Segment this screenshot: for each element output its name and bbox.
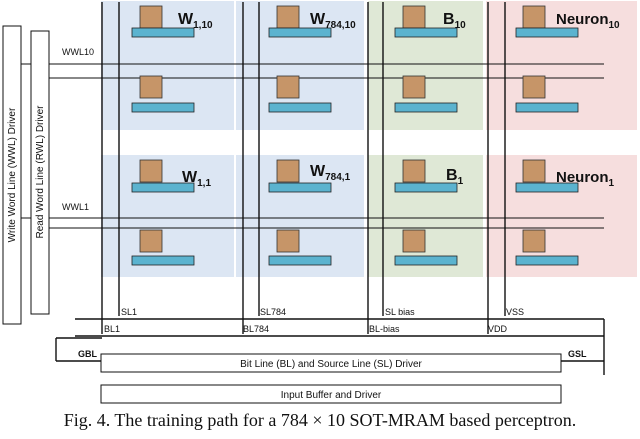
channel-upper-top-3 [515, 27, 579, 38]
channel-upper-top-2 [394, 27, 458, 38]
rwl-driver-label: Read Word Line (RWL) Driver [35, 105, 46, 239]
mtj-stack-lower-top-2 [402, 75, 426, 99]
wwl-driver-label: Write Word Line (WWL) Driver [7, 107, 18, 242]
mtj-stack-upper-bottom-3 [522, 159, 546, 183]
wwl1-label: WWL1 [62, 202, 89, 212]
channel-lower-top-3 [515, 102, 579, 113]
blsl-driver-label: Bit Line (BL) and Source Line (SL) Drive… [240, 359, 422, 370]
channel-upper-bottom-3 [515, 182, 579, 193]
channel-lower-bottom-2 [394, 255, 458, 266]
channel-upper-top-0 [131, 27, 195, 38]
mtj-stack-lower-bottom-0 [139, 229, 163, 253]
mtj-stack-upper-top-3 [522, 5, 546, 29]
channel-upper-bottom-2 [394, 182, 458, 193]
cell-title-w784-1: W784,1 [310, 163, 351, 183]
mtj-stack-upper-bottom-2 [402, 159, 426, 183]
cell-title-neuron1: Neuron1 [556, 169, 615, 189]
mtj-stack-upper-bottom-0 [139, 159, 163, 183]
input-driver-label: Input Buffer and Driver [281, 390, 382, 401]
channel-upper-bottom-1 [268, 182, 332, 193]
channel-lower-bottom-3 [515, 255, 579, 266]
mtj-stack-lower-bottom-2 [402, 229, 426, 253]
channel-lower-top-2 [394, 102, 458, 113]
mtj-stack-upper-bottom-1 [276, 159, 300, 183]
mtj-stack-upper-top-2 [402, 5, 426, 29]
channel-lower-top-0 [131, 102, 195, 113]
rwl-driver-box [30, 30, 50, 315]
input-driver-box [100, 384, 562, 404]
mtj-stack-lower-bottom-1 [276, 229, 300, 253]
cell-title-b1: B1 [446, 167, 464, 187]
blbias-label: BL-bias [369, 324, 400, 334]
gsl-label: GSL [568, 349, 587, 359]
channel-lower-bottom-0 [131, 255, 195, 266]
sl784-label: SL784 [260, 307, 286, 317]
cell-title-w1-10: W1,10 [178, 11, 213, 31]
blsl-driver-box [100, 353, 562, 373]
wwl10-label: WWL10 [62, 47, 94, 57]
gbl-label: GBL [78, 349, 98, 359]
cell-title-neuron10: Neuron10 [556, 11, 620, 31]
channel-upper-bottom-0 [131, 182, 195, 193]
mtj-stack-lower-top-0 [139, 75, 163, 99]
cell-title-w1-1: W1,1 [182, 169, 211, 189]
vdd-label: VDD [488, 324, 508, 334]
slbias-label: SL bias [385, 307, 415, 317]
mtj-stack-upper-top-0 [139, 5, 163, 29]
mtj-stack-upper-top-1 [276, 5, 300, 29]
channel-lower-top-1 [268, 102, 332, 113]
mtj-stack-lower-bottom-3 [522, 229, 546, 253]
channel-upper-top-1 [268, 27, 332, 38]
mtj-stack-lower-top-1 [276, 75, 300, 99]
vss-label: VSS [506, 307, 524, 317]
channel-lower-bottom-1 [268, 255, 332, 266]
wwl-driver-box [2, 25, 22, 325]
cell-title-b10: B10 [443, 11, 466, 31]
bl1-label: BL1 [104, 324, 120, 334]
sl1-label: SL1 [121, 307, 137, 317]
cell-title-w784-10: W784,10 [310, 11, 356, 31]
mtj-stack-lower-top-3 [522, 75, 546, 99]
bl784-label: BL784 [243, 324, 269, 334]
figure-caption: Fig. 4. The training path for a 784 × 10… [63, 410, 577, 430]
